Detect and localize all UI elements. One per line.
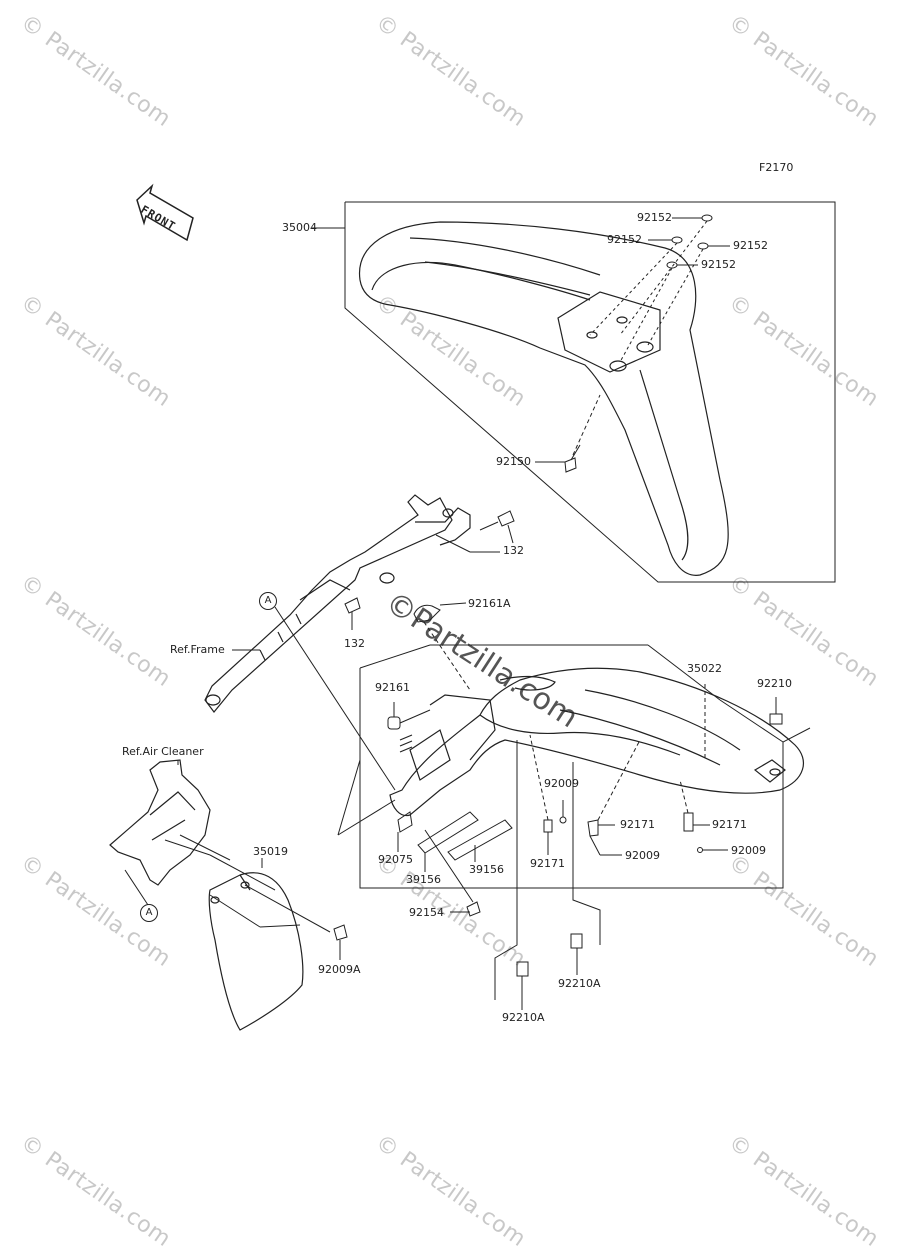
label-92152[interactable]: 92152 [607, 233, 642, 246]
label-92161[interactable]: 92161 [375, 681, 410, 694]
drawing [109, 183, 836, 1031]
rear-fender-box [359, 668, 811, 889]
label-92154[interactable]: 92154 [409, 906, 444, 919]
callout-a: A [140, 904, 158, 922]
label-92210A[interactable]: 92210A [502, 1011, 545, 1024]
label-35022[interactable]: 35022 [687, 662, 722, 675]
label-39156[interactable]: 39156 [469, 863, 504, 876]
label-92171[interactable]: 92171 [530, 857, 565, 870]
label-132[interactable]: 132 [503, 544, 524, 557]
label-92009A[interactable]: 92009A [318, 963, 361, 976]
label-92210[interactable]: 92210 [757, 677, 792, 690]
label-92171[interactable]: 92171 [620, 818, 655, 831]
label-92171[interactable]: 92171 [712, 818, 747, 831]
callout-a: A [259, 592, 277, 610]
label-92161A[interactable]: 92161A [468, 597, 511, 610]
label-39156[interactable]: 39156 [406, 873, 441, 886]
diagram-code: F2170 [759, 161, 794, 174]
label-132[interactable]: 132 [344, 637, 365, 650]
mud-guard-35019 [208, 872, 304, 1031]
label-92009[interactable]: 92009 [625, 849, 660, 862]
air-cleaner-ref [109, 759, 211, 886]
label-ref-frame: Ref.Frame [170, 643, 225, 656]
label-92009[interactable]: 92009 [544, 777, 579, 790]
rear-fender-35022 [389, 667, 804, 817]
front-fender-35004 [358, 221, 729, 576]
label-92150[interactable]: 92150 [496, 455, 531, 468]
label-ref-air-cleaner: Ref.Air Cleaner [122, 745, 204, 758]
frame-ref [204, 494, 471, 713]
label-92210A[interactable]: 92210A [558, 977, 601, 990]
label-92152[interactable]: 92152 [733, 239, 768, 252]
front-fender-box [344, 201, 836, 583]
label-92152[interactable]: 92152 [637, 211, 672, 224]
label-92009[interactable]: 92009 [731, 844, 766, 857]
front-arrow-icon [136, 183, 194, 242]
label-35004[interactable]: 35004 [282, 221, 317, 234]
parts-diagram: © Partzilla.com © Partzilla.com © Partzi… [16, 10, 884, 1252]
label-92075[interactable]: 92075 [378, 853, 413, 866]
label-92152[interactable]: 92152 [701, 258, 736, 271]
label-35019[interactable]: 35019 [253, 845, 288, 858]
